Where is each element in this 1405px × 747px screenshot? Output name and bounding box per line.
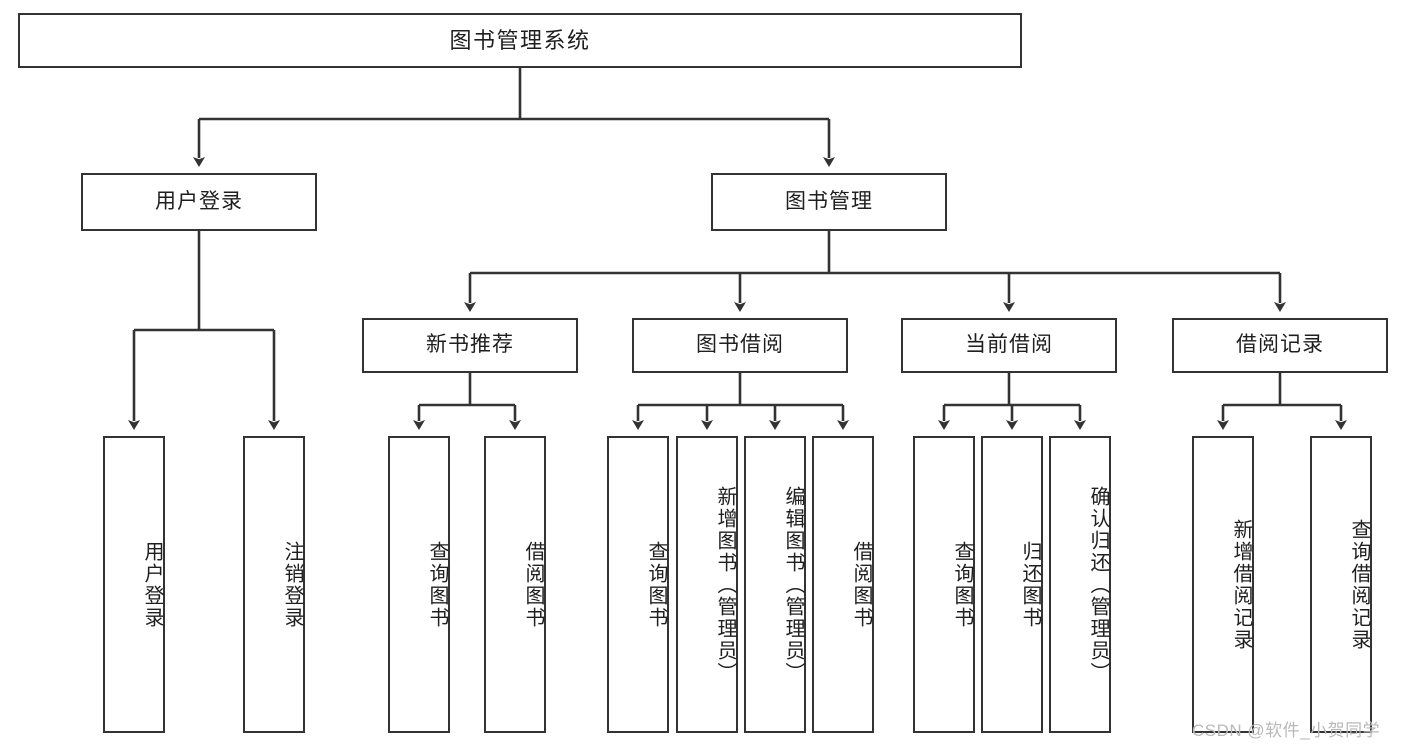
node-label: 确认归还（管理员） (1087, 485, 1109, 684)
leaf-borrow-record-query-record[interactable]: 查询借阅记录 (1310, 436, 1372, 733)
leaf-new-book-borrow-book[interactable]: 借阅图书 (484, 436, 546, 733)
node-label: 查询借阅记录 (1348, 518, 1370, 651)
node-book-management[interactable]: 图书管理 (711, 173, 947, 231)
node-label: 当前借阅 (965, 333, 1053, 357)
node-label: 图书管理 (785, 189, 873, 213)
node-label: 查询图书 (645, 540, 667, 629)
node-root-book-management-system[interactable]: 图书管理系统 (18, 13, 1022, 68)
node-label: 注销登录 (281, 540, 303, 629)
node-label: 编辑图书（管理员） (782, 485, 804, 684)
node-label: 查询图书 (426, 540, 448, 629)
leaf-current-borrow-query-book[interactable]: 查询图书 (913, 436, 975, 733)
leaf-user-login-login[interactable]: 用户登录 (103, 436, 165, 733)
leaf-borrow-record-add-record[interactable]: 新增借阅记录 (1192, 436, 1254, 733)
node-label: 归还图书 (1019, 540, 1041, 629)
node-user-login[interactable]: 用户登录 (81, 173, 317, 231)
node-label: 新增图书（管理员） (714, 485, 736, 684)
node-label: 新增借阅记录 (1230, 518, 1252, 651)
leaf-user-login-logout[interactable]: 注销登录 (243, 436, 305, 733)
node-label: 新书推荐 (426, 333, 514, 357)
leaf-new-book-query-book[interactable]: 查询图书 (388, 436, 450, 733)
node-label: 图书借阅 (696, 333, 784, 357)
node-label: 图书管理系统 (449, 27, 591, 53)
leaf-book-borrow-add-book-admin[interactable]: 新增图书（管理员） (676, 436, 738, 733)
node-label: 用户登录 (155, 189, 243, 213)
node-label: 借阅图书 (850, 540, 872, 629)
leaf-current-borrow-return-book[interactable]: 归还图书 (981, 436, 1043, 733)
leaf-book-borrow-edit-book-admin[interactable]: 编辑图书（管理员） (744, 436, 806, 733)
node-borrow-record[interactable]: 借阅记录 (1172, 318, 1388, 373)
leaf-book-borrow-query-book[interactable]: 查询图书 (607, 436, 669, 733)
leaf-current-borrow-confirm-return-admin[interactable]: 确认归还（管理员） (1049, 436, 1111, 733)
node-label: 借阅图书 (522, 540, 544, 629)
node-label: 查询图书 (951, 540, 973, 629)
node-new-book-recommend[interactable]: 新书推荐 (362, 318, 578, 373)
node-current-borrow[interactable]: 当前借阅 (901, 318, 1117, 373)
leaf-book-borrow-borrow-book[interactable]: 借阅图书 (812, 436, 874, 733)
node-label: 用户登录 (141, 540, 163, 629)
node-book-borrow[interactable]: 图书借阅 (632, 318, 848, 373)
csdn-watermark: CSDN @软件_小贺同学 (1192, 721, 1381, 740)
node-label: 借阅记录 (1236, 333, 1324, 357)
